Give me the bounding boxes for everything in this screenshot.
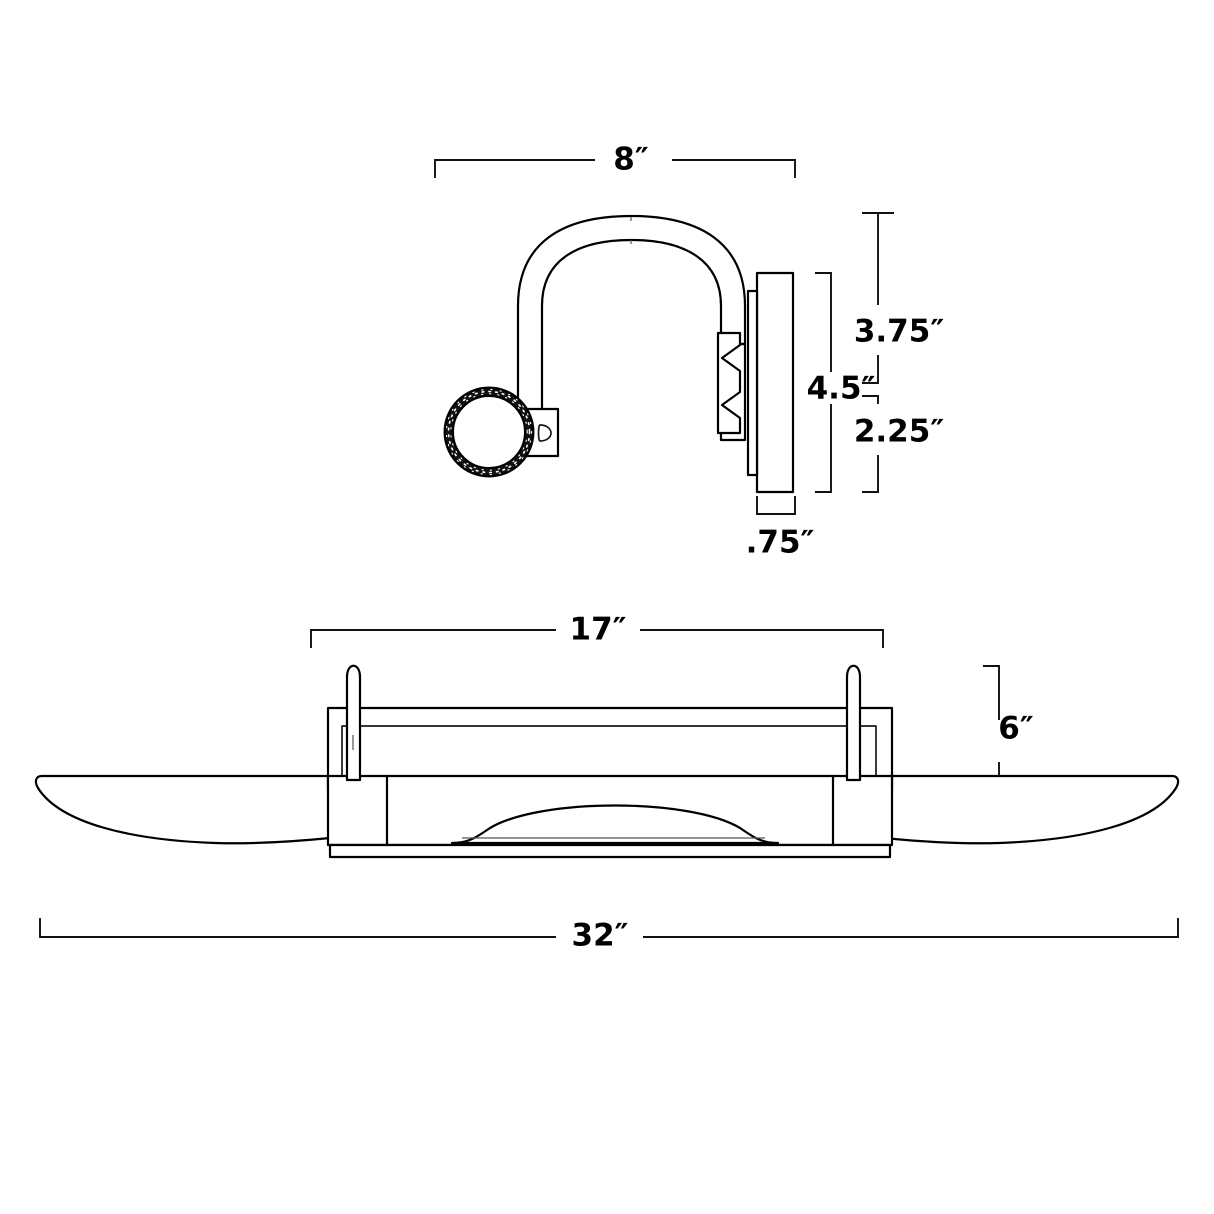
front-elevation-view: 17″ 6″ (34, 612, 1180, 954)
curved-arm (516, 214, 747, 442)
left-wing-profile (34, 774, 332, 845)
side-elevation-view: 8″ (434, 142, 944, 561)
dimension-3-75in-label: 3.75″ (854, 314, 944, 350)
dimension-2-25in-upper-leg (862, 395, 879, 404)
right-wing (882, 774, 1180, 845)
left-wing (34, 774, 332, 845)
dimension-8in-left-leg (434, 159, 595, 178)
shade-lower-band (326, 774, 894, 847)
ring-outer-edge (444, 387, 534, 477)
mounting-ring (443, 386, 535, 478)
arm-tube-outline (516, 214, 747, 442)
dimension-6in-upper-leg (983, 665, 1000, 720)
dimension-8in-label: 8″ (613, 142, 649, 178)
dimension-32in: 32″ (39, 918, 1179, 954)
dimension-4-5in: 4.5″ (807, 272, 876, 493)
dimension-17in: 17″ (310, 612, 884, 648)
backplate-chevrons (716, 331, 742, 435)
dimension-32in-label: 32″ (572, 918, 629, 954)
dimension-17in-label: 17″ (570, 612, 627, 648)
socket-keyhole-icon (537, 424, 552, 442)
dimension-0-75in-label: .75″ (746, 525, 815, 561)
right-post-profile (845, 664, 862, 782)
dimension-32in-left-leg (39, 918, 556, 938)
dimension-0-75in: .75″ (746, 496, 815, 561)
ring-inner-edge (452, 395, 526, 469)
right-post (845, 664, 862, 782)
ring-texture-speckle-a (447, 390, 531, 474)
backplate-inner-plate (746, 289, 759, 477)
left-post (345, 664, 362, 782)
dimension-2-25in-label: 2.25″ (854, 414, 944, 450)
dimension-2-25in: 2.25″ (854, 395, 944, 493)
dimension-17in-left-leg (310, 629, 556, 648)
shade-body (326, 706, 894, 859)
center-bowl-arc (450, 804, 780, 845)
dimension-4-5in-label: 4.5″ (807, 371, 876, 407)
ring-texture-speckle-b (450, 393, 528, 471)
left-post-profile (345, 664, 362, 782)
dimension-3-75in-lower-leg (862, 355, 879, 384)
dimension-2-25in-lower-leg (862, 455, 879, 493)
dimension-32in-right-leg (643, 918, 1179, 938)
dimension-17in-right-leg (640, 629, 884, 648)
dimension-6in-label: 6″ (998, 711, 1034, 747)
backplate (716, 271, 795, 494)
dimension-8in-right-leg (672, 159, 796, 178)
right-wing-profile (882, 774, 1180, 845)
backplate-main-plate (755, 271, 795, 494)
dimension-0-75in-bracket (756, 496, 796, 515)
dimension-3-75in: 3.75″ (854, 212, 944, 384)
dimension-4-5in-lower-leg (815, 404, 832, 493)
dimension-8in: 8″ (434, 142, 796, 178)
shade-bottom-rim (328, 843, 892, 859)
dimension-4-5in-upper-leg (815, 272, 832, 372)
ring-texture-speckle-c (445, 388, 533, 476)
